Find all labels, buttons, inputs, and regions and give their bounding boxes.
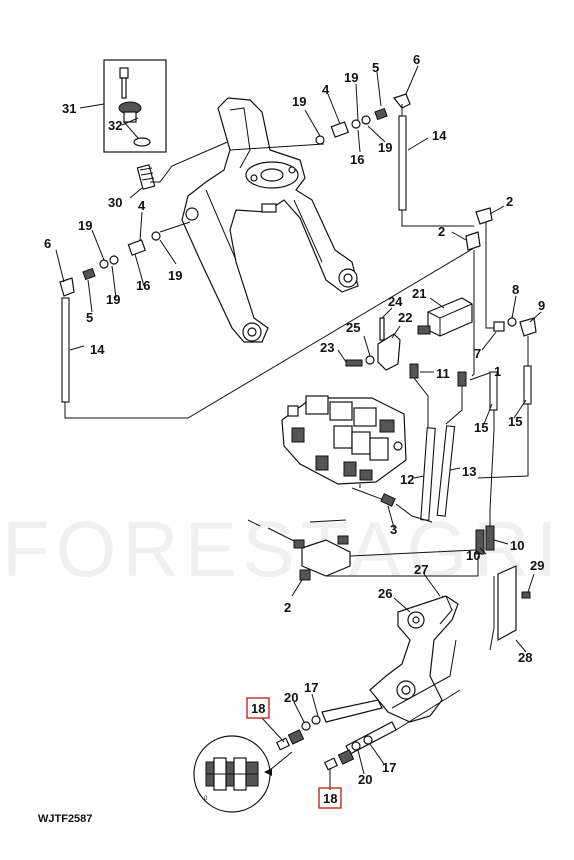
fittings-8-9	[493, 317, 537, 337]
callout-6: 6	[413, 52, 420, 67]
fitting-11	[409, 363, 419, 379]
detail-circle: 0	[193, 735, 271, 813]
parts-17-20-18-lower	[323, 735, 373, 771]
hose-14-upper	[398, 115, 407, 211]
callout-11: 11	[436, 366, 450, 381]
callout-16: 16	[350, 152, 364, 167]
control-valve-block	[281, 395, 407, 485]
callout-19: 19	[378, 140, 392, 155]
callout-15: 15	[508, 414, 522, 429]
callout-28: 28	[518, 650, 532, 665]
callout-19: 19	[344, 70, 358, 85]
callout-4: 4	[138, 198, 146, 213]
bracket-28	[497, 565, 531, 642]
callout-30: 30	[108, 195, 122, 210]
callout-21: 21	[412, 286, 426, 301]
left-fittings	[59, 231, 161, 297]
callout-22: 22	[398, 310, 412, 325]
callout-19: 19	[168, 268, 182, 283]
callout-27: 27	[414, 562, 428, 577]
callout-15: 15	[474, 420, 488, 435]
callout-20: 20	[284, 690, 298, 705]
callout-2: 2	[284, 600, 291, 615]
callout-29: 29	[530, 558, 544, 573]
lower-manifold-block	[293, 535, 351, 581]
upper-right-fittings	[315, 93, 411, 145]
callout-1: 1	[494, 364, 501, 379]
callout-18: 18	[251, 701, 265, 716]
callout-17: 17	[304, 680, 318, 695]
figure-code: WJTF2587	[38, 813, 92, 825]
callout-23: 23	[320, 340, 334, 355]
parts-17-20-18-upper	[275, 715, 321, 751]
detail-box-31-32	[103, 59, 167, 153]
callout-18-highlight-box	[318, 787, 342, 809]
callout-3: 3	[390, 522, 397, 537]
callout-25: 25	[346, 320, 360, 335]
callout-9: 9	[538, 298, 545, 313]
callout-2: 2	[438, 224, 445, 239]
callout-20: 20	[358, 772, 372, 787]
valve-21	[417, 297, 473, 337]
callout-16: 16	[136, 278, 150, 293]
part-30-bolt	[136, 164, 156, 190]
callout-2: 2	[506, 194, 513, 209]
hose-14-lower	[61, 297, 70, 403]
callout-8: 8	[512, 282, 519, 297]
callout-18-highlight-box	[246, 697, 270, 719]
callout-10: 10	[466, 548, 480, 563]
callout-7: 7	[474, 346, 481, 361]
callout-13: 13	[462, 464, 476, 479]
callout-26: 26	[378, 586, 392, 601]
callout-19: 19	[78, 218, 92, 233]
callout-12: 12	[400, 472, 414, 487]
callout-6: 6	[44, 236, 51, 251]
main-frame-casting	[181, 97, 359, 343]
callout-19: 19	[106, 292, 120, 307]
callout-31: 31	[62, 101, 76, 116]
watermark: FORESTAGRI	[2, 505, 563, 593]
fitting-3	[380, 493, 396, 507]
callout-4: 4	[322, 82, 330, 97]
hose-15-right	[523, 365, 532, 405]
callout-5: 5	[372, 60, 379, 75]
callout-5: 5	[86, 310, 93, 325]
hose-13	[436, 425, 456, 517]
callout-14: 14	[90, 342, 105, 357]
fitting-1	[457, 371, 467, 387]
callout-24: 24	[388, 294, 403, 309]
callout-17: 17	[382, 760, 396, 775]
callout-32: 32	[108, 118, 122, 133]
bracket-22	[345, 317, 401, 371]
pedal-26	[369, 595, 459, 723]
callout-18: 18	[323, 791, 337, 806]
callout-19: 19	[292, 94, 306, 109]
svg-text:0: 0	[204, 796, 208, 802]
fitting-2-upper	[465, 207, 493, 251]
callout-10: 10	[510, 538, 524, 553]
callout-14: 14	[432, 128, 447, 143]
